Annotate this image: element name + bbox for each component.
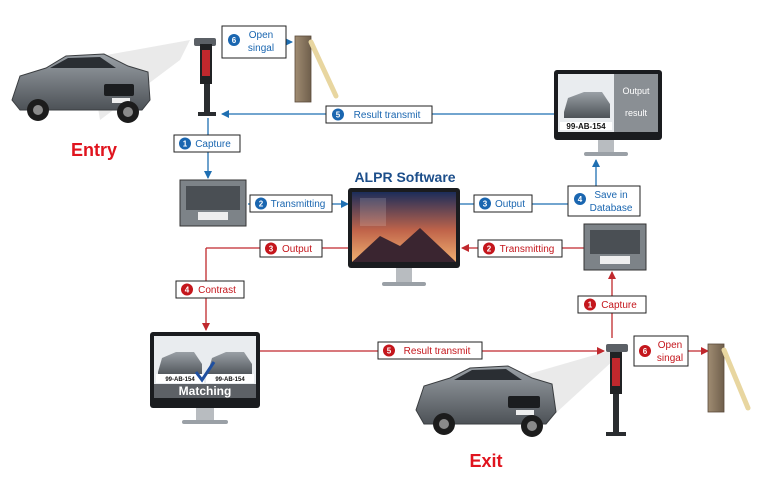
svg-text:4: 4 — [185, 286, 190, 295]
entry-step5-box: 5 Result transmit — [325, 105, 433, 124]
matching-label: Matching — [179, 384, 232, 398]
svg-text:Result transmit: Result transmit — [404, 346, 471, 357]
entry-gate-barrier — [294, 35, 339, 103]
exit-step4-box: 4 Contrast — [175, 280, 245, 299]
check-icon — [194, 361, 216, 383]
exit-car — [415, 350, 616, 437]
svg-text:Output: Output — [282, 244, 312, 255]
svg-text:Open: Open — [658, 340, 682, 351]
svg-text:Result transmit: Result transmit — [354, 110, 421, 121]
svg-text:6: 6 — [232, 36, 237, 45]
exit-step1-box: 1 Capture — [577, 295, 647, 314]
alpr-software-monitor — [348, 188, 460, 286]
svg-text:Open: Open — [249, 30, 273, 41]
software-title: ALPR Software — [354, 169, 455, 185]
exit-captured-image — [583, 223, 647, 271]
matching-plate-right: 99-AB-154 — [215, 377, 245, 383]
svg-text:2: 2 — [487, 245, 492, 254]
svg-text:singal: singal — [248, 43, 274, 54]
svg-text:Capture: Capture — [195, 139, 231, 150]
svg-text:Output: Output — [495, 199, 525, 210]
svg-text:Transmitting: Transmitting — [271, 199, 326, 210]
entry-step1-box: 1 Capture — [173, 134, 241, 153]
entry-title: Entry — [71, 140, 117, 160]
exit-gate-barrier — [707, 343, 751, 413]
entry-step3-box: 3 Output — [473, 194, 533, 213]
svg-text:5: 5 — [336, 111, 341, 120]
svg-text:2: 2 — [259, 200, 264, 209]
svg-text:Save in: Save in — [594, 190, 627, 201]
output-result-monitor — [554, 70, 662, 156]
svg-text:6: 6 — [643, 347, 648, 356]
exit-step6-box: 6 Open singal — [633, 335, 689, 367]
output-result-line2: result — [625, 108, 648, 118]
exit-camera-pole — [606, 344, 628, 436]
svg-text:1: 1 — [183, 140, 188, 149]
entry-captured-image — [179, 179, 247, 227]
svg-text:Transmitting: Transmitting — [500, 244, 555, 255]
svg-text:Contrast: Contrast — [198, 285, 236, 296]
exit-title: Exit — [469, 451, 502, 471]
entry-camera-pole — [194, 38, 216, 116]
matching-monitor — [150, 332, 260, 424]
svg-text:3: 3 — [483, 200, 488, 209]
exit-step3-box: 3 Output — [259, 239, 323, 258]
svg-text:5: 5 — [387, 347, 392, 356]
svg-text:Capture: Capture — [601, 300, 637, 311]
output-result-line1: Output — [622, 86, 650, 96]
matching-plate-left: 99-AB-154 — [165, 377, 195, 383]
svg-text:singal: singal — [657, 353, 683, 364]
entry-step6-box: 6 Open singal — [221, 25, 287, 59]
svg-text:4: 4 — [578, 195, 583, 204]
entry-car — [11, 40, 190, 123]
exit-step2-box: 2 Transmitting — [477, 239, 563, 258]
svg-text:3: 3 — [269, 245, 274, 254]
output-plate-text: 99-AB-154 — [566, 122, 606, 131]
entry-step2-box: 2 Transmitting — [249, 194, 333, 213]
entry-step4-box: 4 Save in Database — [567, 185, 641, 217]
exit-step5-box: 5 Result transmit — [377, 341, 483, 360]
svg-text:Database: Database — [590, 203, 633, 214]
svg-text:1: 1 — [588, 301, 593, 310]
